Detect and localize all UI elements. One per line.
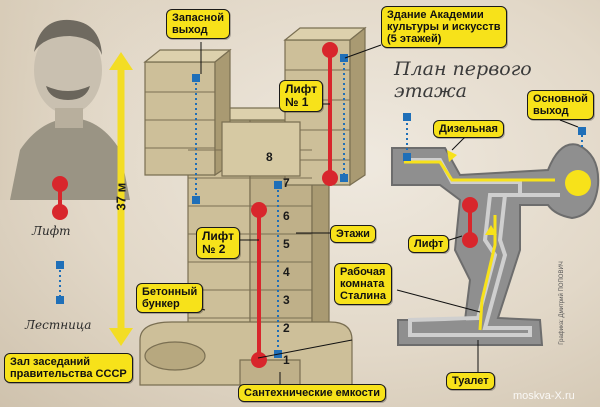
callout-lift-2: Лифт № 2	[196, 227, 241, 259]
legend-stairs-label: Лестница	[25, 318, 92, 332]
callout-main-exit: Основной выход	[527, 90, 594, 120]
elevator-shafts	[251, 42, 338, 368]
callout-line: Здание Академии	[387, 9, 484, 21]
floor-number: 5	[283, 237, 290, 251]
callout-line: выход	[533, 105, 569, 117]
callout-toilet: Туалет	[446, 372, 495, 390]
legend-symbols	[52, 176, 68, 304]
floor-number: 1	[283, 353, 290, 367]
height-arrow	[109, 52, 133, 346]
floor-number: 2	[283, 321, 290, 335]
callout-line: (5 этажей)	[387, 33, 442, 45]
floor-number: 7	[283, 176, 290, 190]
watermark: moskva-X.ru	[513, 390, 575, 402]
callout-stalin-office: Рабочая комната Сталина	[334, 263, 392, 305]
callout-diesel-room: Дизельная	[433, 120, 504, 138]
callout-concrete-bunker: Бетонный бункер	[136, 283, 204, 313]
callout-government-hall: Зал заседаний правительства СССР	[4, 353, 133, 383]
legend-elevator-label: Лифт	[32, 224, 71, 238]
callout-line: Лифт	[202, 229, 235, 243]
callout-line: Зал заседаний	[10, 356, 90, 368]
plan-title: План первого этажа	[394, 58, 600, 102]
floor-plan	[391, 113, 600, 346]
callout-line: Рабочая	[340, 266, 386, 278]
floor-number: 4	[283, 265, 290, 279]
floor-number: 6	[283, 209, 290, 223]
callout-spare-exit: Запасной выход	[166, 9, 231, 39]
callout-plumbing-tanks: Сантехнические емкости	[238, 384, 386, 402]
height-label: 37 м	[113, 182, 129, 211]
callout-line: комната	[340, 278, 385, 290]
callout-line: Лифт	[285, 82, 318, 96]
plan-title-text: План первого этажа	[394, 58, 532, 102]
callout-floors: Этажи	[330, 225, 376, 243]
callout-line: № 2	[202, 242, 226, 256]
portrait-illustration	[0, 0, 170, 200]
callout-line: выход	[172, 24, 208, 36]
callout-lift-1: Лифт № 1	[279, 80, 324, 112]
callout-line: № 1	[285, 95, 309, 109]
floor-number: 8	[266, 150, 273, 164]
callout-line: правительства СССР	[10, 368, 127, 380]
callout-line: культуры и искусств	[387, 21, 501, 33]
callout-line: Бетонный	[142, 286, 198, 298]
callout-line: Сталина	[340, 290, 386, 302]
callout-line: Запасной	[172, 12, 225, 24]
callout-line: Основной	[533, 93, 588, 105]
callout-academy-building: Здание Академии культуры и искусств (5 э…	[381, 6, 507, 48]
floor-number: 3	[283, 293, 290, 307]
callout-line: бункер	[142, 298, 180, 310]
graphics-credit: Графика: Дмитрий ПОПОВИЧ	[558, 261, 565, 345]
callout-plan-lift: Лифт	[408, 235, 450, 253]
